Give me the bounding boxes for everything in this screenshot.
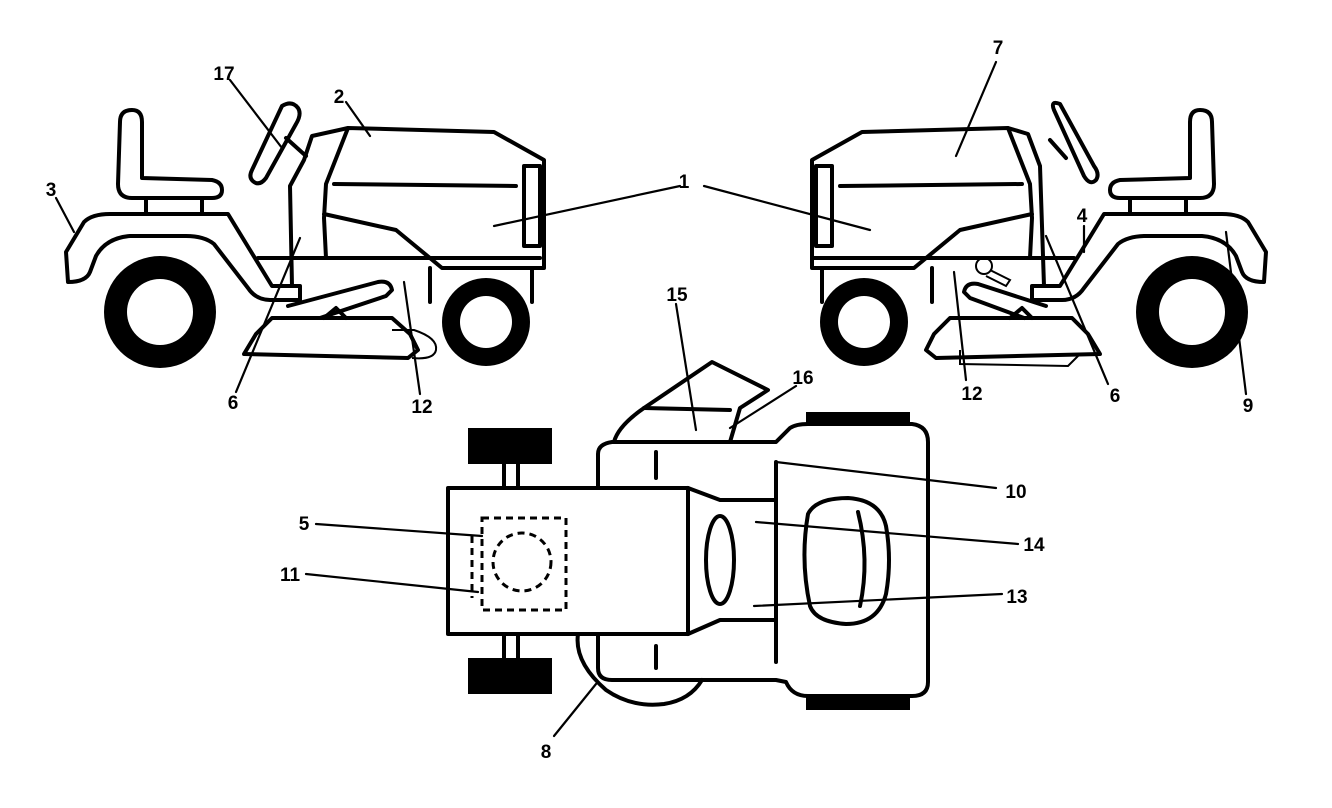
callout-10: 10: [1005, 482, 1026, 503]
callout-13: 13: [1006, 587, 1027, 608]
leader-2: [344, 100, 372, 138]
leader-1-left: [492, 184, 682, 228]
hood-right: [810, 126, 1034, 270]
callout-12-right: 12: [961, 384, 982, 405]
grille-left: [522, 164, 542, 248]
leader-6-left: [234, 236, 302, 394]
seat-post-left: [144, 196, 204, 216]
leader-13: [752, 592, 1004, 608]
rear-tire-top-lower: [806, 696, 910, 710]
leader-8: [552, 682, 598, 738]
hood-top: [446, 486, 690, 636]
discharge-chute-top: [612, 360, 770, 444]
callout-1: 1: [679, 172, 690, 193]
callout-3: 3: [46, 180, 57, 201]
chute-edge-top: [642, 406, 732, 412]
deck-lower-bulge-top: [575, 632, 704, 707]
callout-11: 11: [280, 565, 301, 586]
hood-left: [322, 126, 546, 270]
tractor-top-view: [446, 360, 930, 710]
leader-lines: [54, 60, 1248, 738]
leader-9: [1224, 230, 1248, 396]
steering-column-left: [284, 136, 308, 158]
leader-10: [774, 460, 998, 490]
steering-wheel-left: [248, 101, 302, 186]
leader-6-right: [1044, 234, 1110, 386]
pedal-right: [962, 281, 1048, 320]
hood-rear-left: [288, 126, 350, 288]
leader-5: [314, 522, 484, 538]
steering-column-right: [1048, 138, 1068, 160]
seat-right: [1108, 108, 1216, 200]
rear-fender-right: [1030, 212, 1268, 302]
seat-top: [802, 496, 891, 626]
engine-outline-top: [480, 516, 568, 612]
mower-deck-left: [242, 316, 420, 360]
leader-15: [674, 302, 698, 432]
chassis-right: [820, 266, 934, 304]
callout-12-left: 12: [411, 397, 432, 418]
deck-bracket-right: [1008, 306, 1034, 320]
callout-15: 15: [666, 285, 688, 306]
callout-17: 17: [213, 64, 234, 85]
leader-16: [728, 384, 798, 430]
hood-rear-right: [1006, 126, 1046, 288]
callout-labels: 1 2 3 4 5 6 6 7 8 9 10 11 12 12 13 14 15…: [46, 38, 1254, 763]
leader-17: [228, 78, 284, 150]
callout-7: 7: [993, 38, 1004, 59]
deck-bracket-left: [322, 306, 348, 320]
grille-right: [814, 164, 834, 248]
hood-crease-left: [332, 182, 518, 188]
leader-3: [54, 196, 76, 234]
seat-post-right: [1128, 196, 1188, 216]
leader-1-right: [702, 184, 872, 232]
callout-5: 5: [299, 514, 310, 535]
front-tire-top-upper: [468, 428, 552, 464]
steering-wheel-top: [704, 514, 736, 606]
engine-circle-top: [491, 531, 553, 593]
callout-16: 16: [792, 368, 813, 389]
callout-6-right: 6: [1110, 386, 1121, 407]
callout-6-left: 6: [228, 393, 239, 414]
deck-discharge-right: [959, 350, 1081, 368]
seat-back-top: [856, 510, 867, 608]
leader-14: [754, 520, 1020, 546]
rear-fender-left: [64, 212, 302, 302]
seat-left: [116, 108, 224, 200]
leader-7: [954, 60, 998, 158]
body-outline-top: [596, 422, 930, 698]
front-axle-top: [502, 462, 520, 660]
leader-11: [304, 572, 480, 594]
callout-9: 9: [1243, 396, 1254, 417]
tractor-right-side-view: [810, 100, 1268, 368]
tractor-left-side-view: [64, 101, 546, 368]
pedal-left: [286, 279, 394, 320]
callout-2: 2: [334, 87, 345, 108]
leader-12-left: [402, 280, 422, 396]
front-tire-top-lower: [468, 658, 552, 694]
deck-discharge-left: [392, 329, 438, 360]
ignition-key-right: [975, 257, 993, 275]
callout-8: 8: [541, 742, 552, 763]
hood-crease-right: [838, 182, 1024, 188]
chassis-left: [428, 266, 534, 304]
callout-14: 14: [1023, 535, 1045, 556]
callout-4: 4: [1077, 206, 1088, 227]
leader-12-right: [952, 270, 968, 382]
steering-wheel-right: [1050, 100, 1100, 185]
mower-deck-right: [924, 316, 1102, 360]
